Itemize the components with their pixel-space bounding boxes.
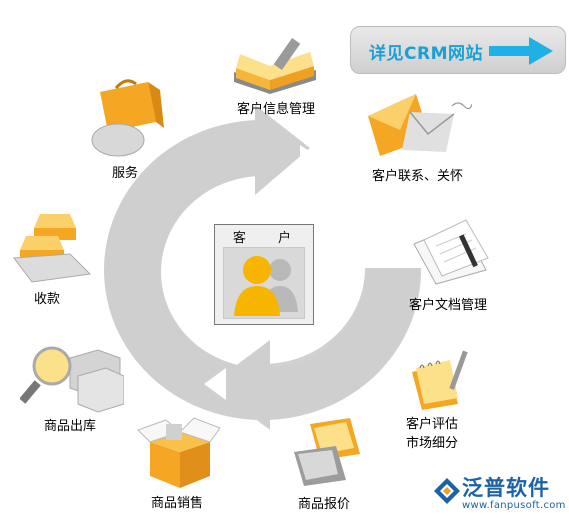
- customer-center-box: 客 户: [214, 224, 314, 325]
- arrow-right-icon: [489, 37, 553, 65]
- crm-website-label: 详见CRM网站: [369, 44, 483, 64]
- top-arrow-head: [255, 105, 310, 195]
- brand-name: 泛普软件: [462, 476, 550, 500]
- customer-people-icon: [234, 256, 298, 316]
- node-quote: 商品报价: [298, 497, 351, 512]
- book-pen-icon: [234, 38, 316, 94]
- magnifier-boxes-icon: [20, 346, 124, 413]
- notepad-pen-icon: [412, 350, 468, 410]
- gold-bars-icon: [13, 214, 92, 283]
- node-document-management: 客户文档管理: [409, 298, 488, 313]
- node-payment: 收款: [34, 292, 61, 307]
- brand-logo-icon: [434, 478, 460, 504]
- bottom-arrow-head: [210, 340, 270, 430]
- brand-logo: 泛普软件 www.fanpusoft.com: [432, 470, 566, 516]
- center-title: 客 户: [232, 231, 306, 246]
- node-contact-care: 客户联系、关怀: [372, 169, 464, 184]
- brand-url: www.fanpusoft.com: [462, 500, 566, 511]
- briefcase-mouse-icon: [91, 79, 164, 157]
- calculator-icon: [294, 418, 360, 486]
- node-sales: 商品销售: [151, 496, 204, 511]
- node-market-segment: 市场细分: [406, 436, 459, 451]
- crm-website-button[interactable]: 详见CRM网站: [350, 26, 566, 74]
- documents-pen-icon: [413, 219, 489, 285]
- node-evaluate: 客户评估: [406, 417, 459, 432]
- node-service: 服务: [112, 166, 139, 181]
- center-panel: [223, 247, 305, 319]
- node-info-management: 客户信息管理: [237, 102, 316, 117]
- node-outbound: 商品出库: [44, 419, 97, 434]
- open-box-icon: [137, 417, 221, 488]
- envelope-icon: [368, 94, 472, 156]
- ring-right-arc: [263, 268, 422, 420]
